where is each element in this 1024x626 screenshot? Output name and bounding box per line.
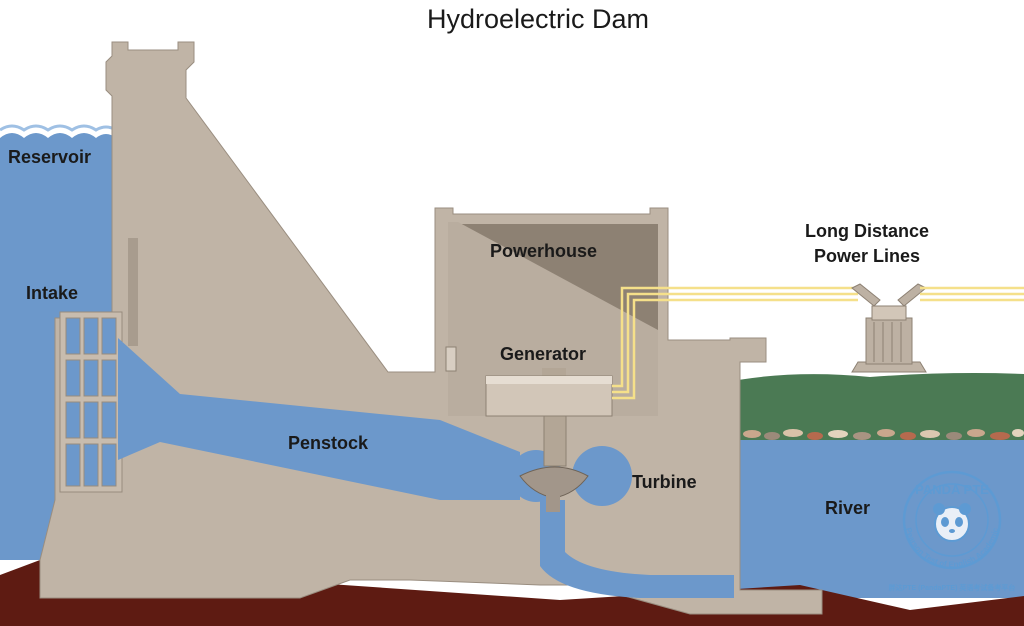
panda-icon bbox=[933, 503, 971, 542]
reservoir-waves bbox=[0, 124, 117, 132]
turbine-runner bbox=[519, 466, 589, 499]
river-water bbox=[734, 438, 1024, 598]
watermark-logo-text: PANDA PTE bbox=[915, 482, 989, 497]
diagram-title: Hydroelectric Dam bbox=[427, 4, 649, 34]
label-intake: Intake bbox=[26, 283, 78, 303]
label-powerhouse: Powerhouse bbox=[490, 241, 597, 261]
intake-gate-slot bbox=[128, 238, 138, 346]
label-turbine: Turbine bbox=[632, 472, 697, 492]
label-generator: Generator bbox=[500, 344, 586, 364]
watermark-footer-text: 胖达PTE (PandaPTE) 英语考试备考平台 bbox=[888, 583, 1016, 592]
label-reservoir: Reservoir bbox=[8, 147, 91, 167]
draft-tube-water bbox=[540, 500, 734, 598]
turbine-chamber-right bbox=[572, 446, 632, 506]
label-power-lines-line2: Power Lines bbox=[814, 246, 920, 266]
long-distance-power-lines bbox=[920, 286, 1024, 302]
powerhouse-light-shaft bbox=[448, 222, 658, 416]
penstock-water bbox=[118, 338, 520, 500]
label-penstock: Penstock bbox=[288, 433, 369, 453]
transformer-tower bbox=[851, 283, 927, 373]
generator-power-lines bbox=[612, 286, 858, 400]
label-river: River bbox=[825, 498, 870, 518]
label-power-lines-line1: Long Distance bbox=[805, 221, 929, 241]
dam-body bbox=[39, 41, 823, 615]
intake-grill bbox=[59, 311, 123, 493]
powerhouse-window bbox=[445, 346, 457, 372]
riverbank-stones bbox=[743, 429, 1024, 440]
turbine-shaft-bottom bbox=[546, 490, 560, 512]
generator bbox=[485, 368, 613, 467]
riverbank-grass bbox=[738, 373, 1024, 440]
